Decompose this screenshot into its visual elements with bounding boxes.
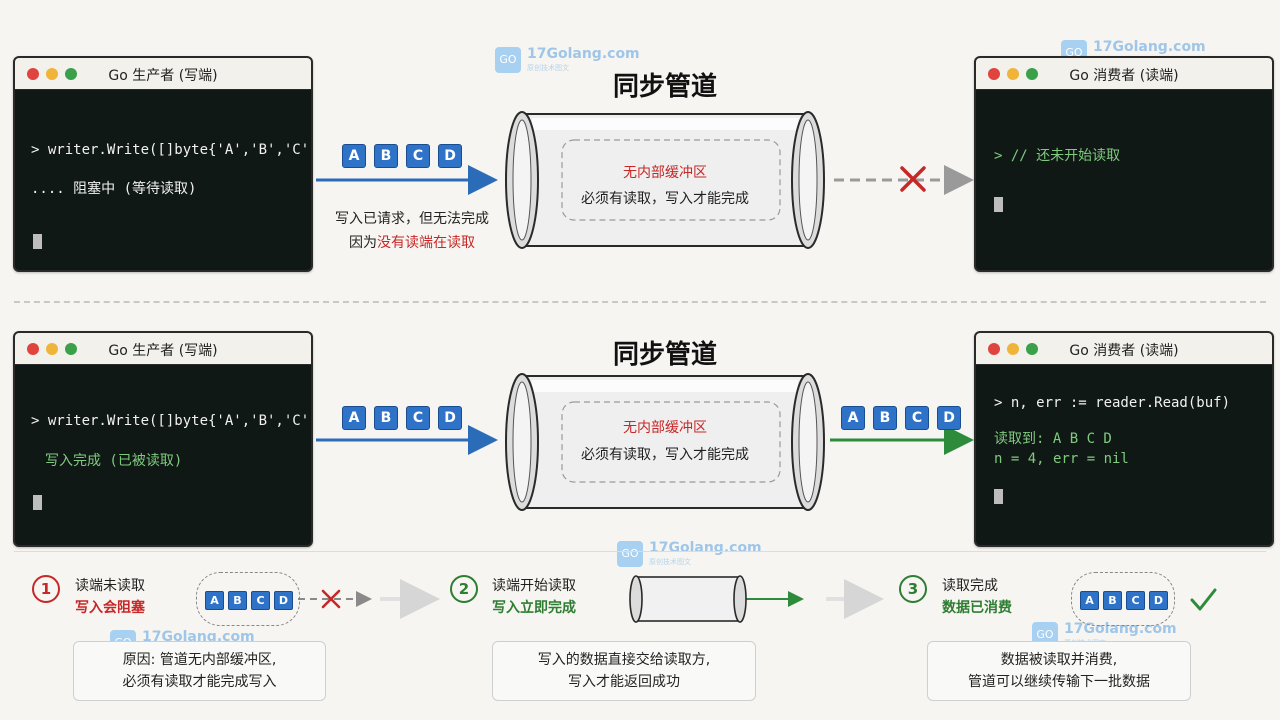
x-icon — [900, 166, 926, 192]
window-titlebar: Go 生产者 (写端) — [15, 333, 311, 365]
producer-terminal: Go 生产者 (写端) > writer.Write([]byte{'A','B… — [13, 331, 313, 547]
maximize-icon[interactable] — [1026, 343, 1038, 355]
step-label: 读端未读取 写入会阻塞 — [75, 578, 145, 616]
minimize-icon[interactable] — [46, 343, 58, 355]
maximize-icon[interactable] — [65, 68, 77, 80]
data-block: B — [374, 406, 398, 430]
data-block: D — [438, 144, 462, 168]
terminal-line: .... 阻塞中 (等待读取) — [31, 181, 197, 197]
step-number: 1 — [32, 575, 60, 603]
close-icon[interactable] — [988, 343, 1000, 355]
golang-logo-icon: GO — [495, 47, 521, 73]
step-note: 原因: 管道无内部缓冲区, 必须有读取才能完成写入 — [73, 641, 326, 701]
window-titlebar: Go 消费者 (读端) — [976, 58, 1272, 90]
terminal-line: > // 还未开始读取 — [994, 148, 1121, 164]
step-note: 数据被读取并消费, 管道可以继续传输下一批数据 — [927, 641, 1191, 701]
terminal-line: 写入完成 (已被读取) — [45, 453, 183, 469]
terminal-cursor — [33, 495, 42, 510]
window-titlebar: Go 生产者 (写端) — [15, 58, 311, 90]
terminal-cursor — [994, 197, 1003, 212]
maximize-icon[interactable] — [1026, 68, 1038, 80]
terminal-line: 读取到: A B C D — [994, 431, 1112, 447]
data-block: D — [937, 406, 961, 430]
data-block: B — [374, 144, 398, 168]
step-note: 写入的数据直接交给读取方, 写入才能返回成功 — [492, 641, 756, 701]
small-pipe-graphic — [629, 575, 747, 623]
data-block: D — [274, 591, 293, 610]
step-number: 2 — [450, 575, 478, 603]
section-divider — [14, 551, 1266, 552]
window-titlebar: Go 消费者 (读端) — [976, 333, 1272, 365]
terminal-line: n = 4, err = nil — [994, 451, 1129, 467]
caption-line: 因为没有读端在读取 — [349, 235, 475, 251]
data-block: A — [1080, 591, 1099, 610]
pipe-sublabel: 必须有读取，写入才能完成 — [581, 191, 749, 207]
data-block: B — [228, 591, 247, 610]
close-icon[interactable] — [27, 68, 39, 80]
data-block: A — [342, 144, 366, 168]
check-icon — [1190, 588, 1217, 611]
data-block: C — [251, 591, 270, 610]
data-block: C — [1126, 591, 1145, 610]
window-title: Go 消费者 (读端) — [1069, 343, 1179, 359]
terminal-line: > writer.Write([]byte{'A','B','C','D'}) — [31, 413, 311, 429]
minimize-icon[interactable] — [1007, 68, 1019, 80]
data-block: C — [406, 144, 430, 168]
x-icon — [321, 589, 341, 609]
caption-line: 写入已请求，但无法完成 — [335, 211, 489, 227]
data-block: A — [342, 406, 366, 430]
minimize-icon[interactable] — [46, 68, 58, 80]
pipe-graphic — [505, 111, 825, 249]
pipe-sublabel: 必须有读取，写入才能完成 — [581, 447, 749, 463]
window-title: Go 生产者 (写端) — [108, 68, 218, 84]
step-label: 读端开始读取 写入立即完成 — [492, 578, 576, 616]
consumer-terminal: Go 消费者 (读端) > n, err := reader.Read(buf)… — [974, 331, 1274, 547]
terminal-cursor — [33, 234, 42, 249]
maximize-icon[interactable] — [65, 343, 77, 355]
step-label: 读取完成 数据已消费 — [942, 578, 1012, 616]
producer-terminal: Go 生产者 (写端) > writer.Write([]byte{'A','B… — [13, 56, 313, 272]
terminal-cursor — [994, 489, 1003, 504]
data-block: D — [438, 406, 462, 430]
page-title: 同步管道 — [613, 72, 718, 102]
data-block: B — [1103, 591, 1122, 610]
data-block: C — [905, 406, 929, 430]
window-title: Go 消费者 (读端) — [1069, 68, 1179, 84]
data-block: A — [205, 591, 224, 610]
capsule-outline — [1071, 572, 1175, 626]
pipe-graphic — [505, 373, 825, 511]
data-block: D — [1149, 591, 1168, 610]
data-block: C — [406, 406, 430, 430]
section-title: 同步管道 — [613, 340, 718, 370]
minimize-icon[interactable] — [1007, 343, 1019, 355]
write-caption: 写入已请求，但无法完成 因为没有读端在读取 — [312, 207, 512, 255]
pipe-label: 无内部缓冲区 — [623, 165, 707, 181]
pipe-label: 无内部缓冲区 — [623, 420, 707, 436]
section-divider — [14, 301, 1266, 303]
close-icon[interactable] — [988, 68, 1000, 80]
data-block: B — [873, 406, 897, 430]
golang-logo-icon: GO — [617, 541, 643, 567]
consumer-terminal: Go 消费者 (读端) > // 还未开始读取 — [974, 56, 1274, 272]
close-icon[interactable] — [27, 343, 39, 355]
capsule-outline — [196, 572, 300, 626]
terminal-line: > writer.Write([]byte{'A','B','C','D'}) — [31, 142, 311, 158]
data-block: A — [841, 406, 865, 430]
terminal-line: > n, err := reader.Read(buf) — [994, 395, 1231, 411]
step-number: 3 — [899, 575, 927, 603]
window-title: Go 生产者 (写端) — [108, 343, 218, 359]
